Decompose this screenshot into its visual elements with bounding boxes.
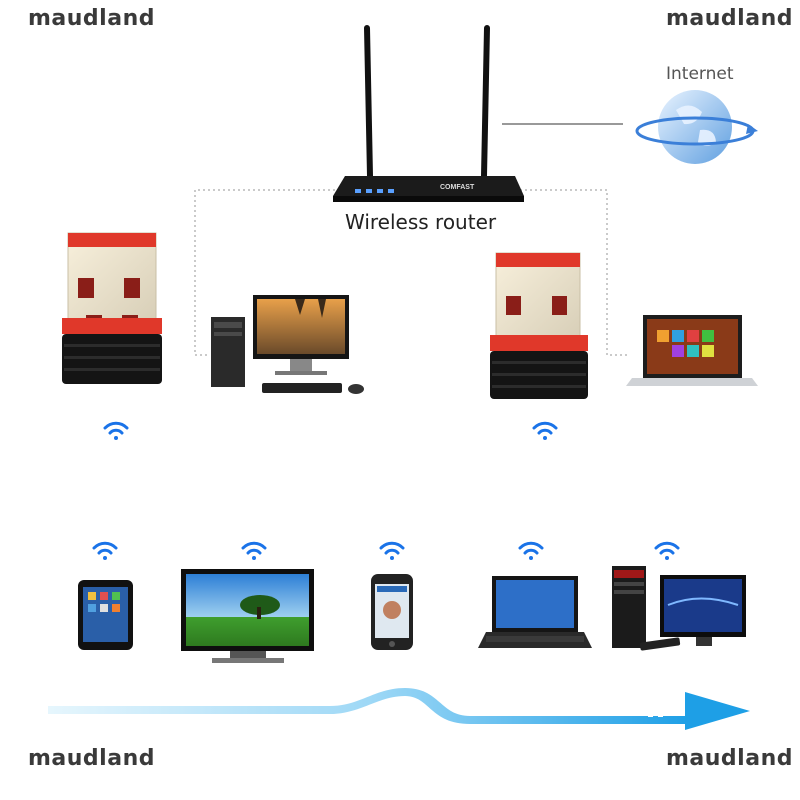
watermark-bottom-right: maudland — [666, 746, 793, 771]
laptop-bottom-icon — [478, 576, 592, 648]
wifi-icon — [654, 541, 680, 560]
watermark-bottom-left: maudland — [28, 746, 155, 771]
globe-icon — [635, 90, 758, 164]
wifi-icon — [103, 421, 129, 440]
router-brand-label: COMFAST — [440, 184, 475, 191]
wifi-icon — [379, 541, 405, 560]
wifi-icon — [518, 541, 544, 560]
wifi-icon — [92, 541, 118, 560]
wifi-icon — [241, 541, 267, 560]
laptop-top-icon — [626, 315, 758, 386]
connection-lines — [194, 189, 628, 356]
data-flow-arrow — [48, 688, 750, 730]
wifi-icons — [92, 421, 680, 560]
watermark-top-right: maudland — [666, 6, 793, 31]
watermark-top-left: maudland — [28, 6, 155, 31]
tv-icon — [181, 569, 314, 663]
smartphone-icon — [371, 574, 413, 650]
usb-adapter-right — [490, 252, 588, 399]
desktop-pc-icon — [612, 566, 746, 651]
wifi-icon — [532, 421, 558, 440]
desktop-computer-icon — [211, 295, 364, 394]
router-label: Wireless router — [345, 210, 497, 234]
usb-adapter-left — [62, 232, 162, 384]
router-icon — [333, 25, 524, 202]
internet-label: Internet — [666, 64, 734, 84]
tablet-icon — [78, 580, 133, 650]
